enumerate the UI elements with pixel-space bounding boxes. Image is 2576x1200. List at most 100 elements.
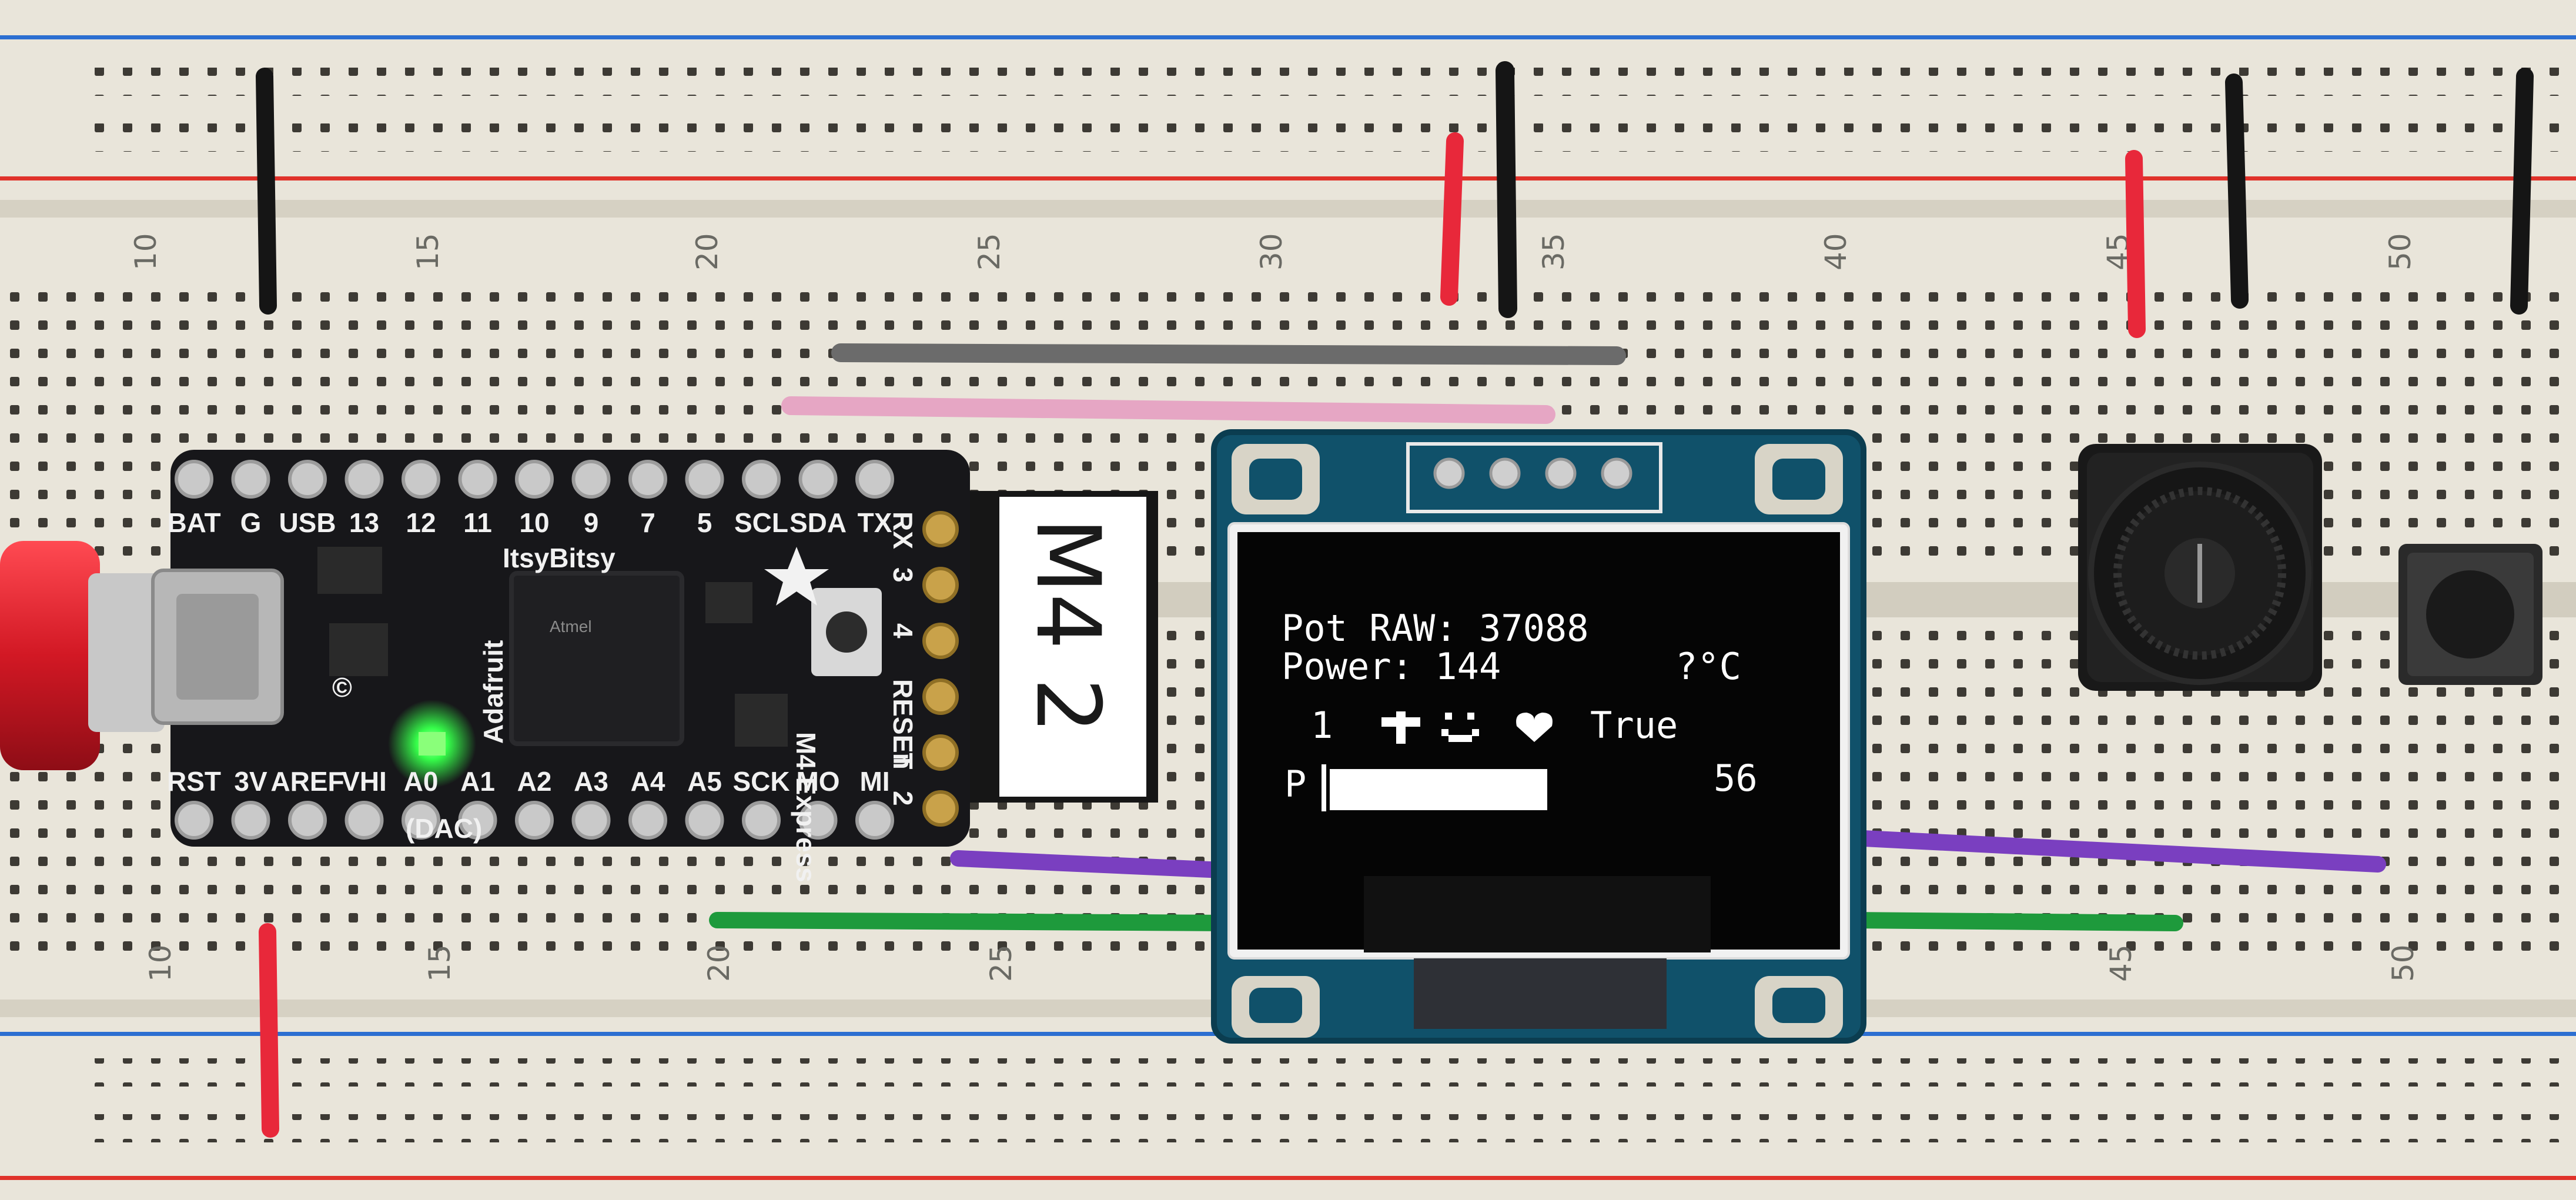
pin-label: A2 [517,766,552,797]
column-number: 45 [2104,944,2138,982]
oled-line-pot-raw: Pot RAW: 37088 [1282,607,1589,650]
oled-line-temp: ?°C [1675,645,1741,688]
header-pin [175,460,213,499]
bottom-rail-holes-2 [82,1114,2576,1142]
column-number: 35 [1537,233,1571,270]
purple-jumper-wire [1844,830,2386,873]
pin-label: 7 [640,507,655,538]
pin-label: MI [859,766,889,797]
green-jumper-wire [1844,912,2183,931]
header-pin [571,801,611,840]
black-jumper-wire [1496,61,1517,318]
header-pin [628,801,667,840]
header-pin [288,801,327,840]
column-number: 15 [423,944,457,982]
gold-pin [922,678,959,715]
header-pin [855,460,894,499]
pin-label: AREF [270,766,344,797]
smd-component [317,547,382,594]
column-number: 50 [2383,233,2417,270]
column-number: 25 [972,233,1006,270]
label-tag: M4 2 [970,491,1158,803]
red-jumper-wire [2125,150,2146,338]
pin-label: 12 [406,507,436,538]
header-pin [402,801,440,840]
column-number: 10 [129,233,163,270]
pin-label: VHI [342,766,387,797]
column-number: 15 [411,233,445,270]
column-number: 20 [690,233,724,270]
column-number: 40 [1819,233,1853,270]
header-pin [344,460,384,499]
header-pin [231,801,270,840]
oled-line-power: Power: 144 [1282,645,1501,688]
black-jumper-wire [256,68,277,315]
pin-label: 11 [463,507,492,538]
pin-label: A3 [574,766,608,797]
header-pin [344,801,384,840]
top-rail-holes-2 [82,123,2576,152]
top-blue-rail-line [0,35,2576,39]
board-variant: M4 Express [791,732,821,883]
header-pin [798,801,838,840]
copyright-symbol: © [332,672,352,703]
pin-label: 3 [888,567,918,583]
header-pin [855,801,894,840]
pin-label: 13 [349,507,379,538]
header-pin [798,460,838,499]
black-jumper-wire [2225,73,2249,309]
pin-label: RESET [888,679,918,769]
smd-component [705,582,752,623]
heart-icon [1516,713,1553,742]
oled-bar-label: P [1284,763,1306,805]
pin-label: 9 [584,507,599,538]
pin-label: RX [888,512,918,549]
header-outline [1406,442,1662,513]
black-jumper-wire [2510,68,2534,315]
header-pin [515,460,554,499]
shirt-icon [1381,711,1420,744]
pin-label: TX [858,507,892,538]
header-pin [685,460,724,499]
oled-pin [1545,457,1577,489]
oled-progress-bar [1330,769,1547,810]
dac-label: (DAC) [406,813,482,844]
chip-brand: Atmel [550,617,592,636]
header-pin [231,460,270,499]
header-pin [515,801,554,840]
atmel-chip [509,571,684,746]
usb-cable [0,541,100,770]
gold-pin [922,567,959,603]
right-pin-headers [922,511,959,827]
oled-bar-value: 56 [1714,757,1758,800]
pin-label: BAT [167,507,220,538]
header-pin [402,460,440,499]
pin-label: SDA [789,507,847,538]
pin-label: 4 [888,623,918,639]
header-pin [628,460,667,499]
adafruit-flower-icon [764,547,829,606]
pin-label: A0 [404,766,439,797]
header-pin [571,460,611,499]
pin-label: MO [796,766,839,797]
gray-jumper-wire [831,343,1626,365]
pin-label: RST [167,766,221,797]
column-number: 25 [984,944,1018,982]
top-rail-divider [0,200,2576,218]
pin-label: G [240,507,262,538]
smd-component [329,623,388,676]
knob-icon [2078,444,2322,691]
column-number: 20 [702,944,736,982]
header-pin [685,801,724,840]
header-pin [742,801,781,840]
ribbon-cable [1414,958,1667,1029]
board-brand: Adafruit [478,640,508,744]
tactile-button-icon [2398,544,2542,685]
header-pin [288,460,327,499]
header-pin [742,460,781,499]
pin-label: 10 [519,507,549,538]
smiley-icon [1441,713,1479,742]
header-pin [458,460,497,499]
